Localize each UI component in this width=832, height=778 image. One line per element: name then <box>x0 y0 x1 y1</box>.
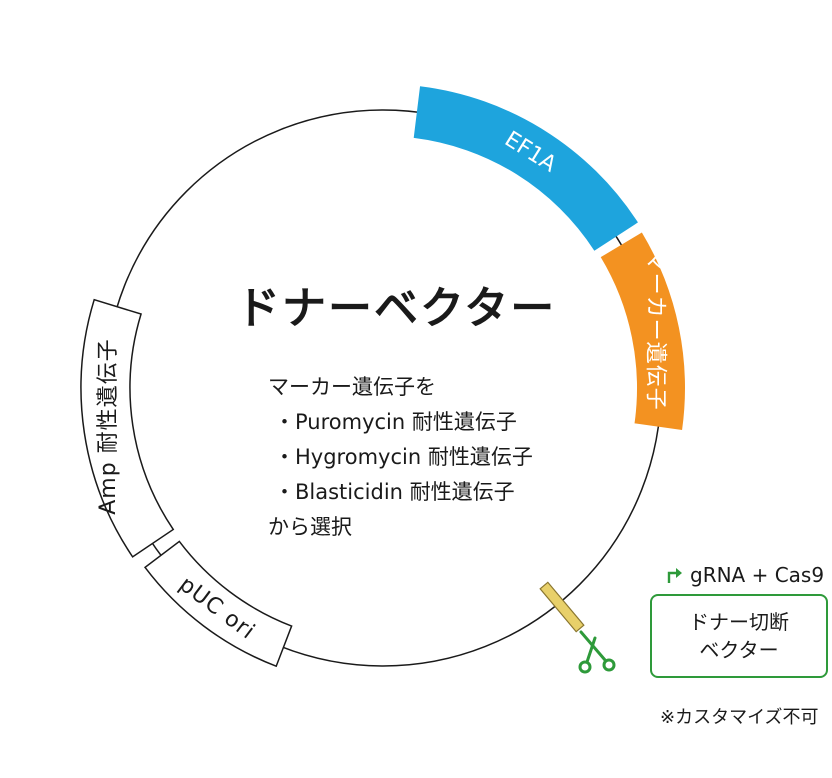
cut-vector-line1: ドナー切断 <box>689 610 789 634</box>
promoter-arrow-icon <box>667 568 682 583</box>
ef1a-segment <box>413 86 638 251</box>
description-outro: から選択 <box>268 515 352 539</box>
amp-resistance-segment <box>80 298 175 558</box>
diagram-title: ドナーベクター <box>236 283 557 334</box>
grna-cas9-row: gRNA + Cas9 <box>666 563 824 587</box>
cut-target-site <box>539 581 585 633</box>
puc-ori-segment <box>143 540 293 668</box>
customization-note: ※カスタマイズ不可 <box>660 707 819 728</box>
description-item: ・Blasticidin 耐性遺伝子 <box>274 480 515 504</box>
marker-gene-segment <box>600 232 685 431</box>
description-intro: マーカー遺伝子を <box>268 375 436 399</box>
description-item: ・Puromycin 耐性遺伝子 <box>274 410 517 434</box>
donor-cut-vector-box: ドナー切断 ベクター <box>650 594 828 678</box>
amp-resistance-label: Amp 耐性遺伝子 <box>96 338 121 514</box>
marker-gene-label: マーカー遺伝子 <box>642 250 667 411</box>
scissors-icon <box>578 630 616 674</box>
description-item: ・Hygromycin 耐性遺伝子 <box>274 445 533 469</box>
marker-description: マーカー遺伝子を ・Puromycin 耐性遺伝子 ・Hygromycin 耐性… <box>268 370 533 545</box>
grna-cas9-label: gRNA + Cas9 <box>690 563 825 587</box>
cut-vector-line2: ベクター <box>699 638 779 662</box>
